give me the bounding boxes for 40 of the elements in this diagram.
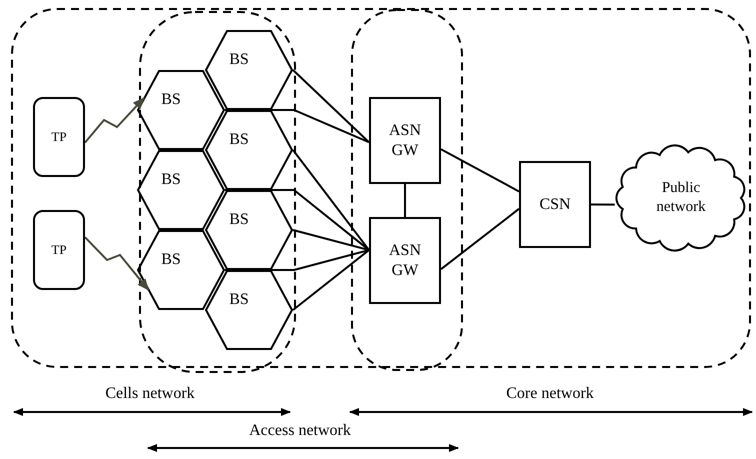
node-label: BS <box>228 130 250 150</box>
wireless-arrow <box>84 236 150 291</box>
network-box <box>519 161 591 248</box>
connector-line <box>440 148 520 192</box>
connector-line <box>225 249 370 271</box>
node-label: CSN <box>538 194 572 214</box>
connector-line <box>591 204 615 206</box>
node-label: BS <box>228 210 250 230</box>
node-label: BS <box>228 290 250 310</box>
node-label: BS <box>160 170 182 190</box>
cell-hexagon <box>205 190 293 270</box>
wireless-arrow <box>84 97 145 144</box>
network-box <box>369 217 441 304</box>
cell-hexagon <box>137 70 225 150</box>
cell-hexagon <box>205 110 293 190</box>
cell-hexagon <box>137 150 225 230</box>
span-label: Cells network <box>104 386 196 402</box>
cell-hexagon <box>137 230 225 310</box>
terminal-box <box>33 97 85 177</box>
connector-line <box>292 229 370 252</box>
node-label: ASN GW <box>388 120 422 160</box>
node-label: TP <box>51 128 67 146</box>
terminal-box <box>33 210 85 290</box>
node-label: BS <box>160 250 182 270</box>
node-label: BS <box>228 50 250 70</box>
connector-line <box>440 208 520 270</box>
span-label: Access network <box>248 423 352 439</box>
node-label: Public network <box>655 179 707 217</box>
connector-line <box>292 249 370 311</box>
connector-line <box>292 69 370 143</box>
cell-hexagon <box>205 30 293 110</box>
node-label: ASN GW <box>388 240 422 280</box>
span-label: Core network <box>505 386 595 402</box>
cell-hexagon <box>205 270 293 350</box>
connector-line <box>292 149 370 251</box>
node-label: TP <box>51 242 67 258</box>
node-label: BS <box>160 90 182 110</box>
connector-line <box>225 109 370 144</box>
network-box <box>369 97 441 184</box>
connector-line <box>404 184 406 217</box>
